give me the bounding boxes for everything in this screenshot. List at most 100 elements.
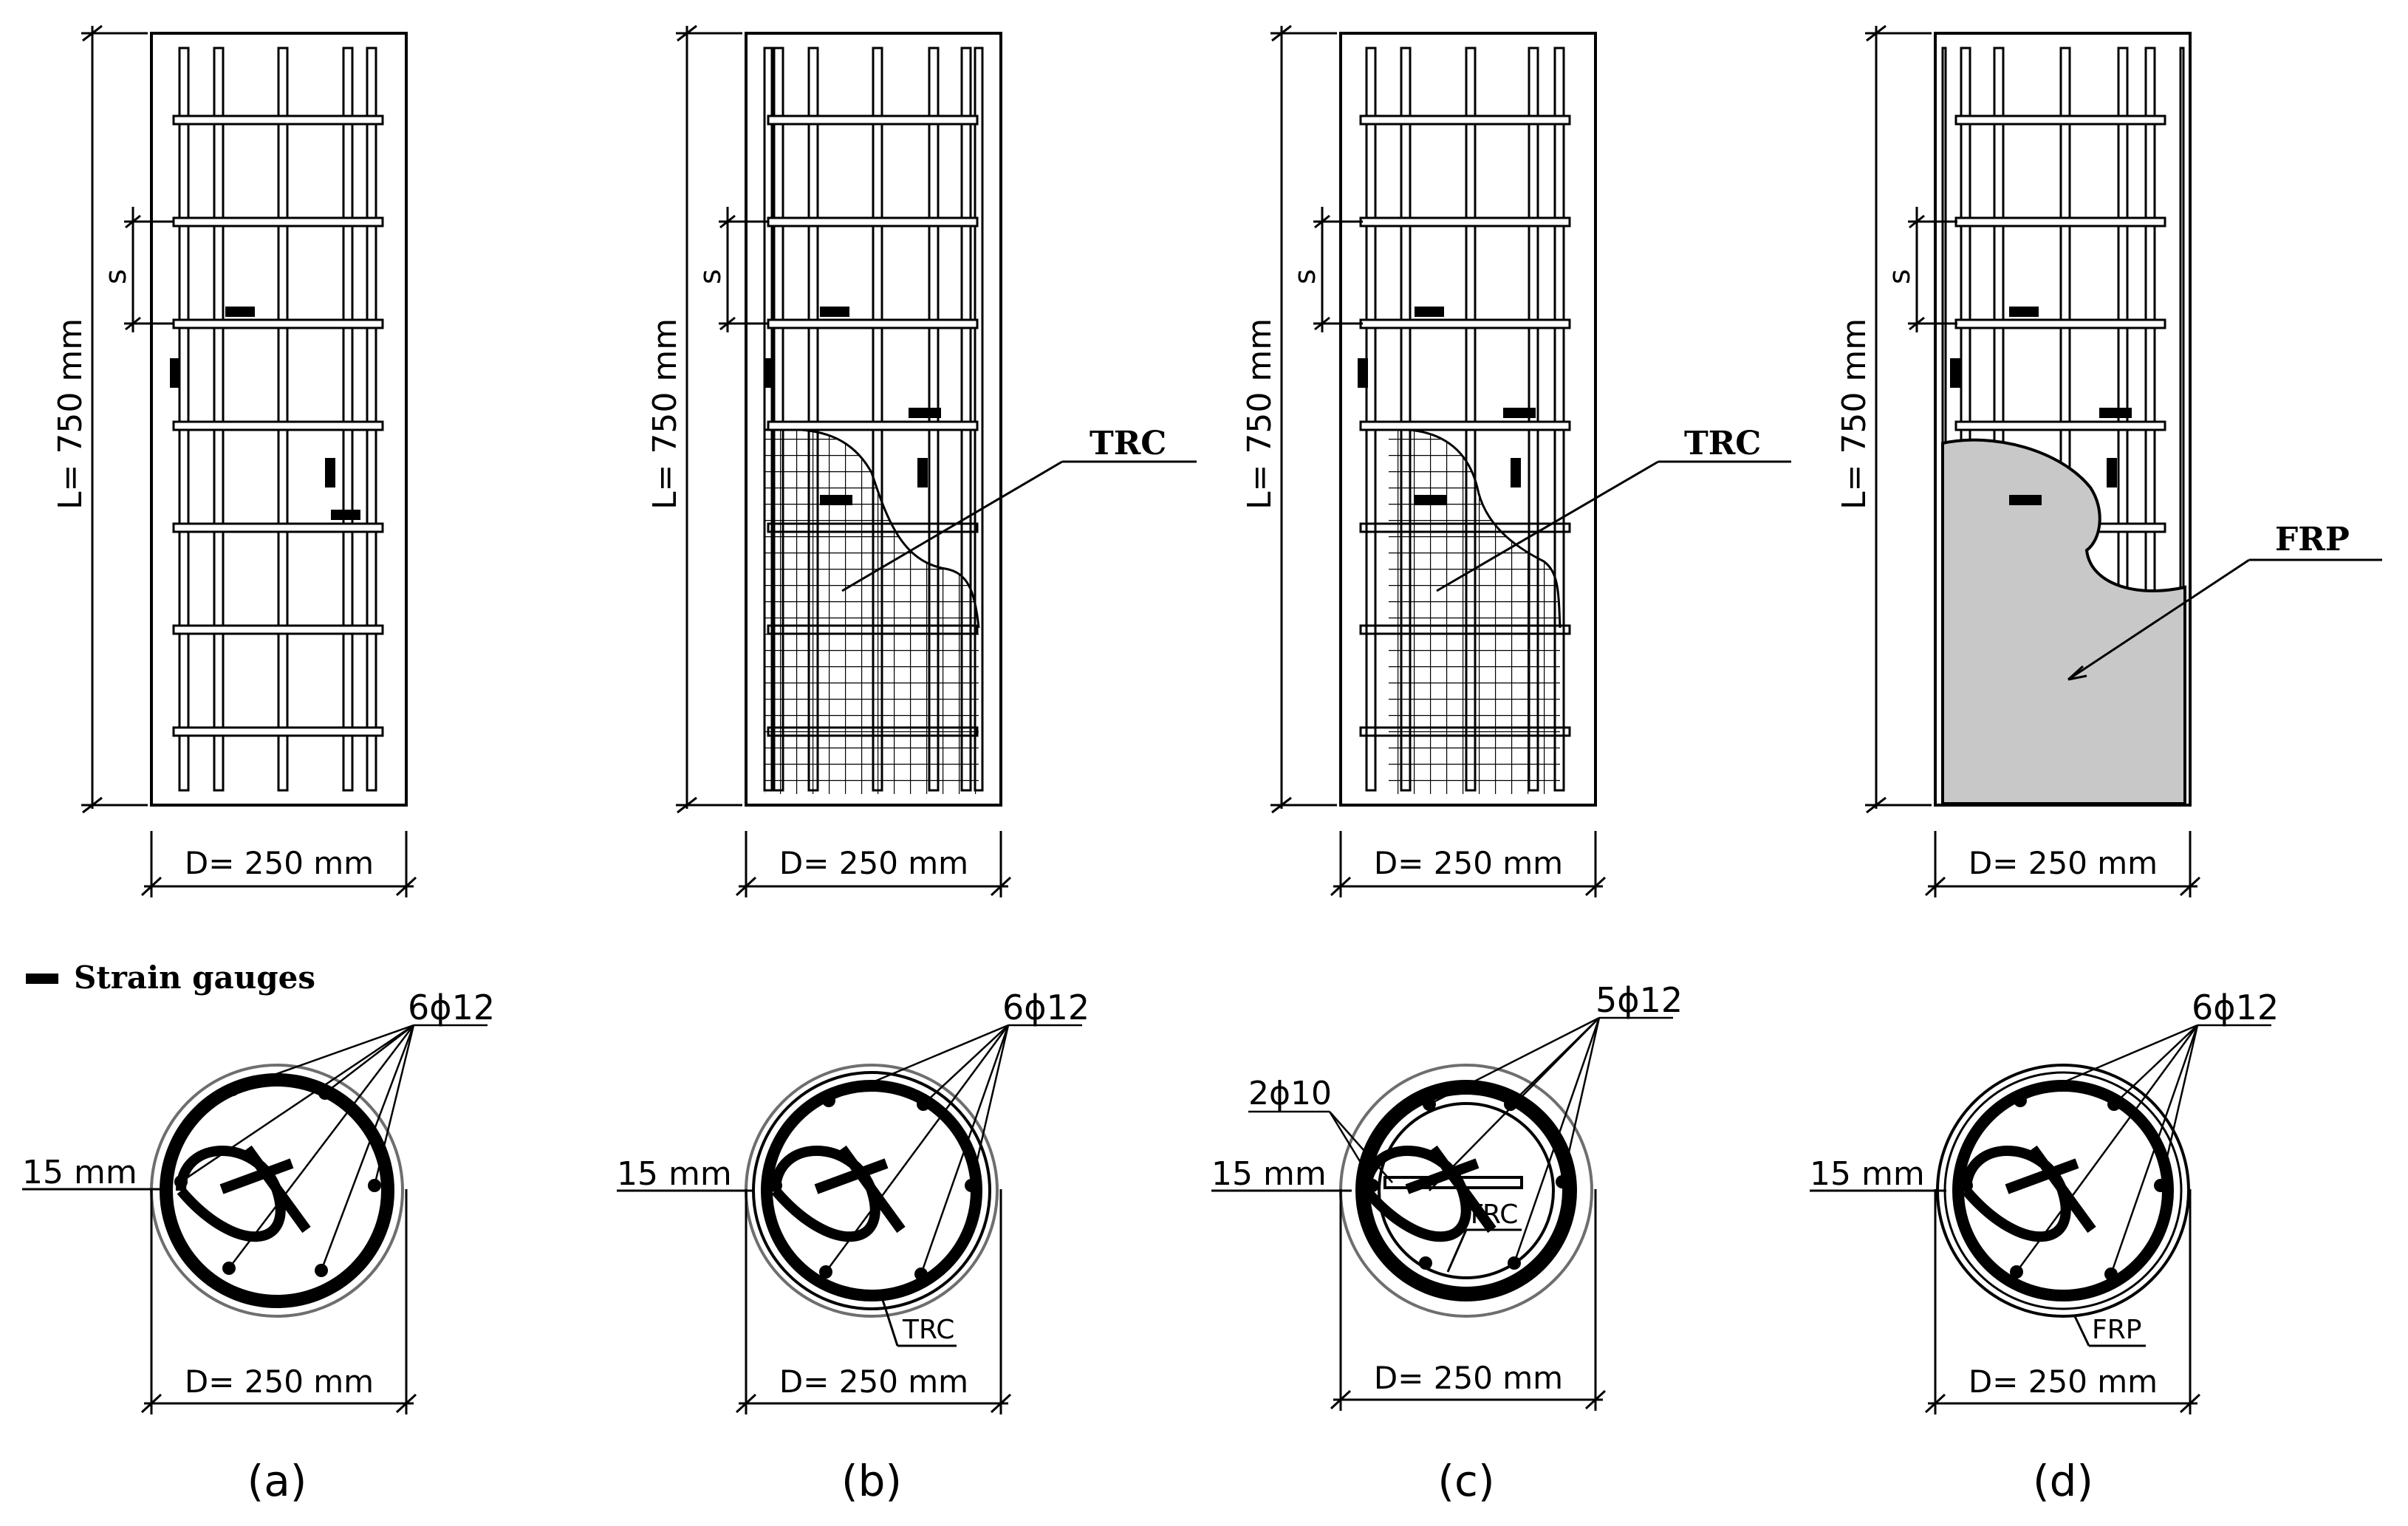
extra-bar-label: 2ϕ10 (1248, 1075, 1332, 1112)
jacket-label-elev: TRC (1090, 425, 1166, 462)
jacket-label-sec: FRP (2092, 1315, 2141, 1345)
jacket-leader-sec (1446, 1228, 1522, 1273)
dimension-s (719, 207, 768, 332)
elevation-b: TRC L= 750 mm s (646, 24, 1197, 897)
dimension-D-elev (140, 831, 417, 897)
strain-gauge-marks (765, 307, 941, 505)
spacing-label: s (99, 269, 133, 284)
longitudinal-bars (763, 47, 984, 792)
stirrups (767, 114, 979, 737)
dimension-L (81, 24, 148, 814)
column-outline (745, 32, 1002, 807)
length-label: L= 750 mm (1241, 318, 1279, 510)
panel-c: TRC L= 750 mm s (1211, 24, 1791, 1506)
dimension-L (1865, 24, 1932, 814)
strain-gauge-mark-frp (2009, 495, 2042, 505)
panel-b: TRC L= 750 mm s (617, 24, 1197, 1506)
dimension-s (1313, 207, 1363, 332)
panel-a: L= 750 mm s D= 250 mm (22, 24, 495, 1506)
bar-label: 5ϕ12 (1595, 980, 1683, 1020)
extra-bar-horizontal (1383, 1176, 1523, 1189)
stirrup-ring (160, 1073, 394, 1308)
spacing-label: s (1288, 269, 1322, 284)
panel-caption: (d) (2033, 1456, 2093, 1506)
dimension-L (676, 24, 742, 814)
diameter-label-elev: D= 250 mm (1374, 845, 1563, 881)
trc-jacket-ring (1378, 1102, 1555, 1279)
column-outline (1339, 32, 1597, 807)
bar-label: 6ϕ12 (2192, 988, 2279, 1027)
length-label: L= 750 mm (52, 318, 89, 510)
bar-leaders (2015, 1024, 2271, 1275)
dimension-L (1270, 24, 1337, 814)
longitudinal-bars (1365, 47, 1565, 792)
panel-d: FRP L= 750 mm s (1810, 24, 2382, 1506)
section-a: 6ϕ12 15 mm D= 250 mm (a) (22, 988, 495, 1506)
extra-bar-leader (1248, 1110, 1393, 1183)
bar-leaders (1429, 1016, 1673, 1264)
dimension-D-sec (735, 1189, 1012, 1414)
dimension-D-sec (1924, 1189, 2201, 1414)
section-c: 5ϕ12 2ϕ10 15 mm TRC D= 250 mm ( (1211, 980, 1683, 1506)
strain-gauge-marks (1950, 307, 2132, 487)
dimension-s (124, 207, 174, 332)
jacket-label-elev: FRP (2275, 521, 2350, 558)
diameter-label-elev: D= 250 mm (185, 845, 374, 881)
dimension-D-sec (140, 1189, 417, 1414)
longitudinal-bars (178, 47, 377, 792)
column-outline (150, 32, 408, 807)
legend: Strain gauges (26, 959, 315, 996)
stirrup-hook (1961, 1145, 2096, 1242)
dimension-s (1908, 207, 1957, 332)
cover-label: 15 mm (22, 1154, 137, 1191)
stirrup-ring (1952, 1080, 2174, 1301)
elevation-c: TRC L= 750 mm s (1241, 24, 1791, 897)
bar-label: 6ϕ12 (408, 988, 495, 1027)
elevation-a: L= 750 mm s D= 250 mm (52, 24, 417, 897)
length-label: L= 750 mm (1836, 318, 1873, 510)
diameter-label-sec: D= 250 mm (1969, 1364, 2158, 1400)
bar-leaders (824, 1024, 1082, 1275)
diameter-label-elev: D= 250 mm (1969, 845, 2158, 881)
jacket-label-sec: TRC (902, 1315, 954, 1345)
panel-caption: (a) (247, 1456, 307, 1506)
dimension-D-elev (735, 831, 1012, 897)
cover-label: 15 mm (1810, 1155, 1925, 1193)
dimension-D-elev (1330, 831, 1607, 897)
strain-gauge-marks (1358, 307, 1536, 505)
jacket-leader-sec (2073, 1314, 2146, 1347)
spacing-label: s (1883, 269, 1917, 284)
strain-gauge-marks (170, 307, 360, 520)
stirrup-ring (761, 1080, 982, 1301)
frp-wrap (1941, 438, 2186, 805)
stirrup-hook (176, 1145, 311, 1242)
length-label: L= 750 mm (646, 318, 684, 510)
bar-label: 6ϕ12 (1002, 988, 1090, 1027)
spacing-label: s (694, 269, 728, 284)
dimension-D-sec (1330, 1189, 1607, 1411)
diameter-label-elev: D= 250 mm (779, 845, 968, 881)
jacket-leader (841, 460, 1197, 592)
section-d: 6ϕ12 15 mm FRP D= 250 mm (d) (1810, 988, 2279, 1506)
bar-leaders (180, 1024, 488, 1271)
stirrups (1359, 114, 1571, 737)
jacket-leader-sec (881, 1299, 957, 1347)
strain-gauge-swatch (26, 974, 58, 984)
cover-label: 15 mm (1211, 1155, 1327, 1193)
diameter-label-sec: D= 250 mm (185, 1364, 374, 1400)
section-b: 6ϕ12 15 mm TRC D= 250 mm (b) (617, 988, 1090, 1506)
jacket-leader (2067, 558, 2382, 681)
diameter-label-sec: D= 250 mm (1374, 1360, 1563, 1396)
panel-caption: (c) (1437, 1456, 1494, 1506)
legend-label: Strain gauges (74, 959, 315, 996)
jacket-leader (1436, 460, 1791, 592)
diameter-label-sec: D= 250 mm (779, 1364, 968, 1400)
jacket-label-elev: TRC (1684, 425, 1761, 462)
elevation-d: FRP L= 750 mm s (1836, 24, 2382, 897)
panel-caption: (b) (841, 1456, 902, 1506)
dimension-D-elev (1924, 831, 2201, 897)
stirrup-hook (770, 1145, 906, 1242)
jacket-label-sec: TRC (1465, 1200, 1518, 1230)
cover-label: 15 mm (617, 1155, 732, 1193)
